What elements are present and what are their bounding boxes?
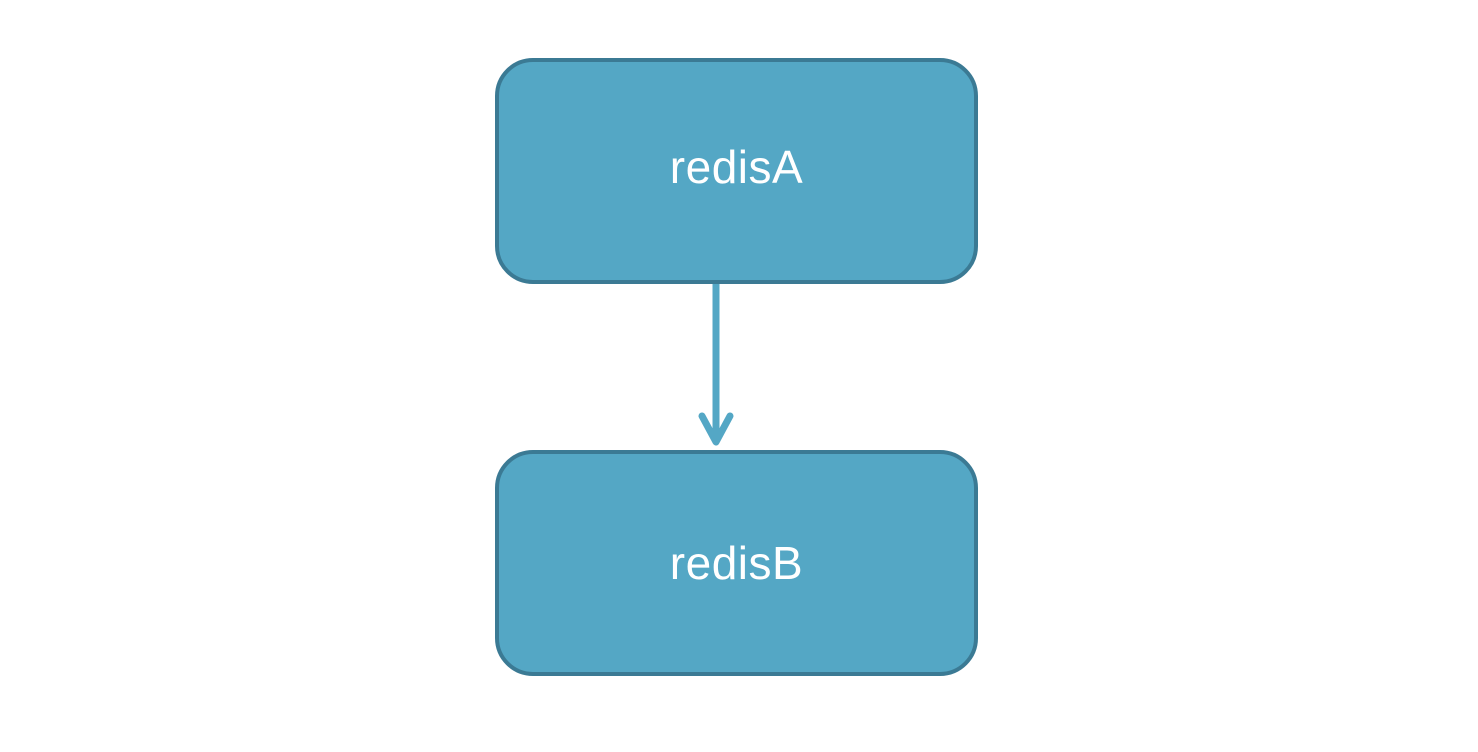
arrowhead-icon xyxy=(698,412,734,446)
node-label-redis-b: redisB xyxy=(669,537,804,589)
node-label-redis-a: redisA xyxy=(669,141,804,193)
node-redis-b: redisB xyxy=(495,450,978,676)
node-redis-a: redisA xyxy=(495,58,978,284)
